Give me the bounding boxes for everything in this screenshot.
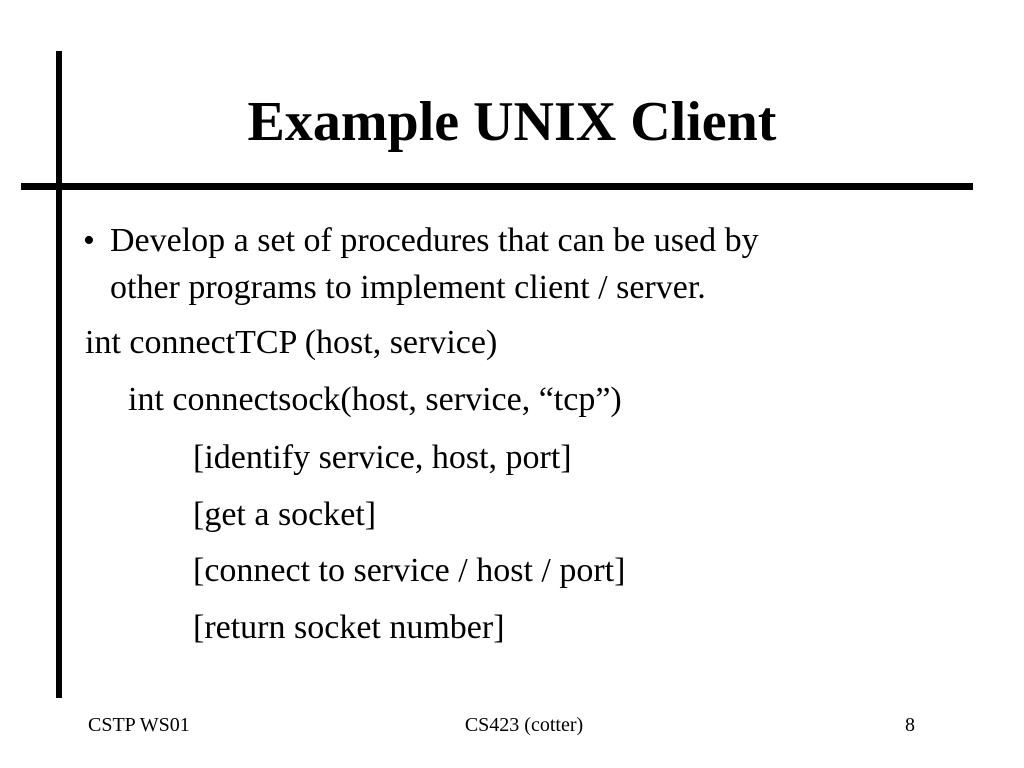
bullet-text-line-1: Develop a set of procedures that can be … — [110, 222, 759, 259]
slide-page-number: 8 — [905, 714, 915, 736]
footer-center-label: CS423 (cotter) — [464, 714, 584, 736]
code-line-identify-service: [identify service, host, port] — [193, 439, 572, 476]
title-underline-rule — [21, 183, 973, 190]
code-line-connect-service: [connect to service / host / port] — [193, 552, 626, 589]
code-line-connectsock: int connectsock(host, service, “tcp”) — [128, 381, 622, 418]
code-line-get-socket: [get a socket] — [193, 496, 377, 533]
bullet-text-line-2: other programs to implement client / ser… — [110, 269, 706, 306]
slide-title: Example UNIX Client — [247, 91, 777, 153]
code-line-return-socket: [return socket number] — [193, 609, 505, 646]
left-accent-line — [56, 51, 62, 698]
code-line-connecttcp: int connectTCP (host, service) — [85, 324, 498, 361]
footer-course-label: CSTP WS01 — [88, 714, 190, 736]
bullet-icon: • — [83, 222, 95, 259]
